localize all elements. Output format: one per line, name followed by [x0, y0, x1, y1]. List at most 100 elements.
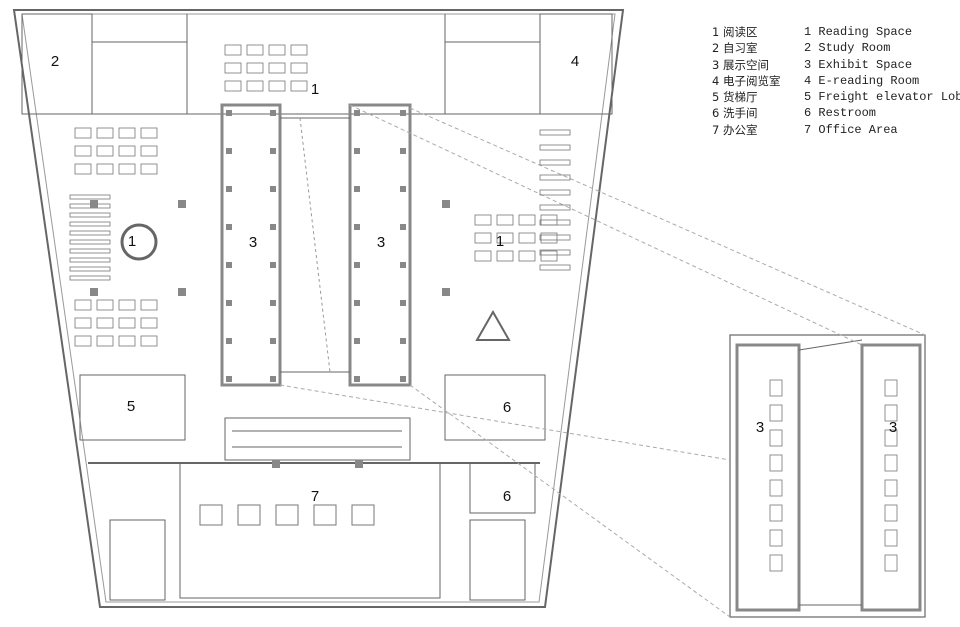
display-table — [769, 429, 783, 447]
display-table — [769, 454, 783, 472]
column — [270, 262, 276, 268]
desk — [351, 504, 375, 526]
display-table — [884, 529, 898, 547]
bookshelf — [69, 212, 111, 218]
column — [354, 338, 360, 344]
escalator — [224, 417, 411, 461]
bookshelf — [69, 194, 111, 200]
desk — [313, 504, 337, 526]
table — [224, 62, 242, 74]
bookshelf — [539, 204, 571, 211]
bookshelf — [69, 248, 111, 254]
table — [518, 232, 536, 244]
desk — [199, 504, 223, 526]
table — [496, 214, 514, 226]
legend-en: 6 Restroom — [804, 106, 877, 121]
desk — [237, 504, 261, 526]
label-ereading-room: 4 — [571, 53, 579, 70]
desk — [351, 504, 375, 526]
legend-zh: 1 阅读区 — [712, 25, 758, 39]
desk — [199, 504, 223, 526]
column — [226, 148, 232, 154]
column — [272, 460, 280, 468]
legend-en: 7 Office Area — [804, 122, 898, 137]
table — [96, 145, 114, 157]
column — [226, 224, 232, 230]
label-reading-left: 1 — [128, 233, 136, 250]
display-table — [769, 404, 783, 422]
label-exhibit-right: 3 — [377, 234, 385, 251]
table — [246, 44, 264, 56]
bookshelf — [539, 264, 571, 271]
display-table — [884, 379, 898, 397]
column — [226, 376, 232, 382]
table — [96, 163, 114, 175]
column — [270, 376, 276, 382]
desk — [313, 504, 337, 526]
table — [290, 44, 308, 56]
column — [442, 200, 450, 208]
restroom — [444, 374, 546, 441]
label-office: 7 — [311, 488, 319, 505]
legend-zh: 4 电子阅览室 — [712, 73, 781, 88]
column — [226, 300, 232, 306]
column — [270, 148, 276, 154]
desk — [199, 504, 223, 526]
display-table — [769, 554, 783, 572]
column — [226, 110, 232, 116]
column — [400, 224, 406, 230]
table — [140, 335, 158, 347]
legend-zh: 7 办公室 — [712, 122, 758, 137]
desk — [275, 504, 299, 526]
column — [400, 148, 406, 154]
legend-en: 2 Study Room — [804, 41, 891, 56]
table — [474, 214, 492, 226]
desk — [313, 504, 337, 526]
legend-item: 7 办公室 7 Office Area — [712, 122, 960, 138]
table — [118, 145, 136, 157]
bookshelf — [539, 174, 571, 181]
table — [140, 163, 158, 175]
bookshelf — [539, 129, 571, 136]
table — [74, 145, 92, 157]
bookshelf — [539, 219, 571, 226]
table — [518, 214, 536, 226]
table — [474, 232, 492, 244]
table — [118, 127, 136, 139]
label-study-room: 2 — [51, 53, 59, 70]
bookshelf — [539, 159, 571, 166]
desk — [351, 504, 375, 526]
display-table — [884, 429, 898, 447]
legend-zh: 5 货梯厅 — [712, 90, 758, 105]
table — [96, 335, 114, 347]
column — [226, 262, 232, 268]
table — [540, 232, 558, 244]
column — [270, 338, 276, 344]
bookshelf — [539, 144, 571, 151]
column — [270, 186, 276, 192]
table — [540, 250, 558, 262]
column — [354, 224, 360, 230]
label-restroom-lower: 6 — [503, 488, 511, 505]
bookshelf — [69, 266, 111, 272]
desk — [275, 504, 299, 526]
column — [354, 300, 360, 306]
column — [400, 338, 406, 344]
table — [474, 250, 492, 262]
table — [496, 232, 514, 244]
table — [74, 127, 92, 139]
label-reading-top: 1 — [311, 81, 319, 98]
column — [226, 186, 232, 192]
legend-en: 3 Exhibit Space — [804, 57, 913, 72]
column — [400, 262, 406, 268]
table — [96, 127, 114, 139]
label-exhibit-left: 3 — [249, 234, 257, 251]
column — [400, 300, 406, 306]
table — [118, 335, 136, 347]
bookshelf — [539, 189, 571, 196]
column — [354, 110, 360, 116]
